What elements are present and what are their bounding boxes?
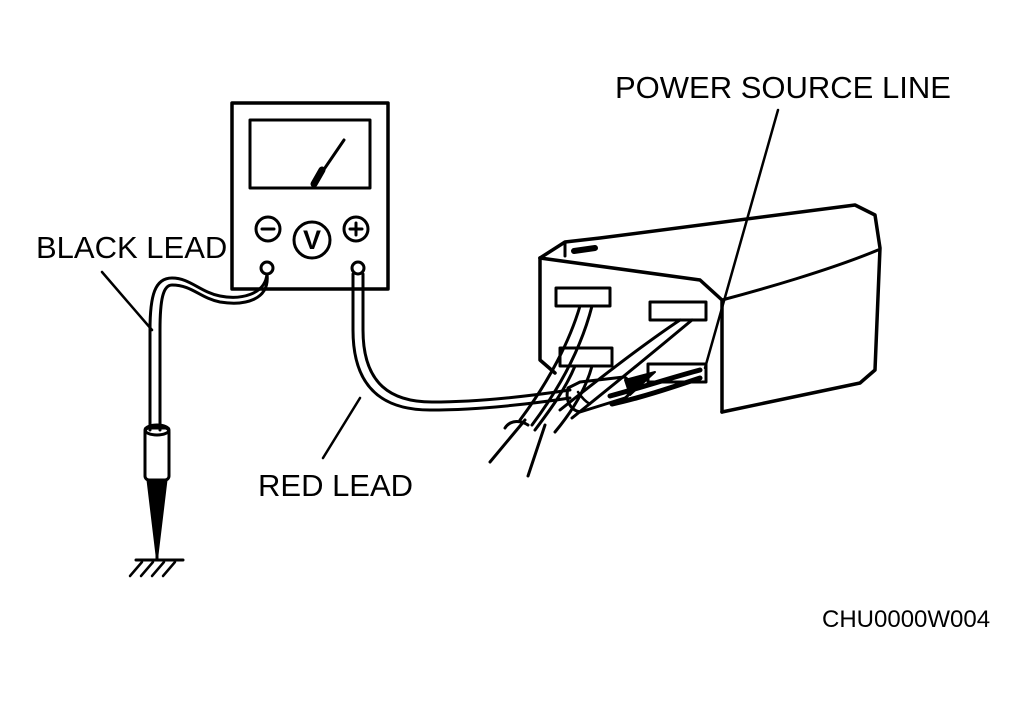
voltmeter xyxy=(230,101,390,291)
wire-harness xyxy=(488,304,703,478)
red-lead-label: RED LEAD xyxy=(258,468,414,503)
power-source-line-label: POWER SOURCE LINE xyxy=(615,70,951,105)
red-lead-leader xyxy=(321,396,362,460)
ground-icon xyxy=(128,558,185,578)
connector-slot xyxy=(554,286,612,308)
meter-display xyxy=(248,118,372,190)
red-probe xyxy=(565,371,656,414)
voltmeter-body xyxy=(230,101,390,291)
black-lead xyxy=(143,272,269,562)
meter-needle-base xyxy=(310,166,326,188)
black-lead-leader xyxy=(100,270,154,332)
black-probe-tip xyxy=(146,478,168,557)
connector-slot xyxy=(648,300,708,322)
minus-icon xyxy=(254,215,282,243)
red-lead xyxy=(351,272,572,412)
red-probe-tip xyxy=(624,371,656,396)
black-lead-label: BLACK LEAD xyxy=(36,230,228,265)
connector-slot xyxy=(558,346,614,368)
negative-terminal xyxy=(259,260,275,276)
volt-icon xyxy=(292,220,332,260)
positive-terminal xyxy=(350,260,366,276)
power-source-leader xyxy=(703,108,780,370)
plus-icon xyxy=(342,215,370,243)
figure-code-label: CHU0000W004 xyxy=(822,606,991,633)
volt-symbol-label: V xyxy=(302,225,321,255)
